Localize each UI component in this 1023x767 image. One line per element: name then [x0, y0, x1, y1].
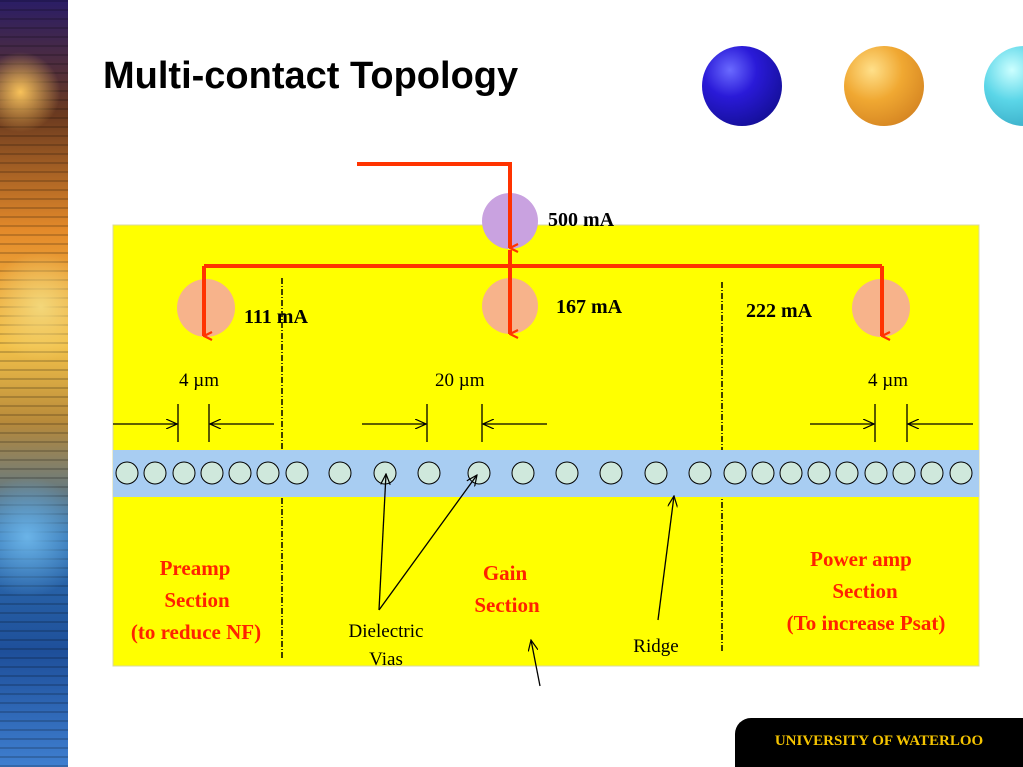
device-body — [112, 224, 980, 667]
dielectric-vias-label-line-2: Vias — [369, 649, 403, 670]
decorative-blue-sphere — [702, 46, 782, 126]
decorative-orange-sphere — [844, 46, 924, 126]
dielectric-via — [200, 461, 224, 485]
dielectric-via — [285, 461, 309, 485]
dielectric-via — [328, 461, 352, 485]
dielectric-via — [779, 461, 803, 485]
dielectric-via — [467, 461, 491, 485]
dielectric-via — [172, 461, 196, 485]
page-title: Multi-contact Topology — [103, 55, 519, 97]
preamp-spacing-label: 4 µm — [179, 370, 219, 391]
dielectric-via — [256, 461, 280, 485]
vias-pointer-2 — [378, 475, 477, 611]
dielectric-via — [555, 461, 579, 485]
gain-pointer — [531, 640, 541, 687]
power-spacing-marker — [810, 404, 973, 442]
university-logo-text: UNIVERSITY OF WATERLOO — [774, 733, 984, 749]
ridge-label: Ridge — [633, 636, 678, 657]
preamp-current-label: 111 mA — [244, 306, 308, 328]
gain-section-line-1: Gain — [483, 561, 528, 585]
power-spacing-label: 4 µm — [868, 370, 908, 391]
dielectric-via — [143, 461, 167, 485]
gain-spacing-marker — [362, 404, 547, 442]
preamp-section-line-3: (to reduce NF) — [131, 620, 261, 644]
dielectric-via — [920, 461, 944, 485]
gain-current-label: 167 mA — [556, 296, 623, 318]
preamp-section-line-2: Section — [164, 588, 230, 612]
dielectric-via — [511, 461, 535, 485]
dielectric-via — [751, 461, 775, 485]
ridge-pointer — [657, 496, 674, 621]
total-current-label: 500 mA — [548, 209, 615, 231]
input-wire — [357, 162, 510, 248]
dielectric-via — [688, 461, 712, 485]
dielectric-vias-label-line-1: Dielectric — [349, 621, 424, 642]
dielectric-via — [864, 461, 888, 485]
power-section-line-1: Power amp — [810, 547, 912, 571]
power-section-line-2: Section — [832, 579, 898, 603]
preamp-section-label: Preamp Section (to reduce NF) — [131, 556, 261, 644]
dielectric-via — [417, 461, 441, 485]
dielectric-via — [373, 461, 397, 485]
gain-spacing-label: 20 µm — [435, 370, 485, 391]
gain-section-line-2: Section — [474, 593, 540, 617]
decorative-side-strip — [0, 0, 68, 767]
power-section-line-3: (To increase Psat) — [787, 611, 946, 635]
power-current-label: 222 mA — [746, 300, 813, 322]
power-section-label: Power amp Section (To increase Psat) — [787, 547, 946, 635]
dielectric-via — [949, 461, 973, 485]
dielectric-via — [115, 461, 139, 485]
dielectric-vias-row — [115, 461, 973, 485]
dielectric-via — [892, 461, 916, 485]
dielectric-via — [599, 461, 623, 485]
university-logo-bar: UNIVERSITY OF WATERLOO — [735, 718, 1023, 767]
preamp-spacing-marker — [113, 404, 274, 442]
vias-pointer-1 — [378, 474, 386, 611]
dielectric-via — [723, 461, 747, 485]
preamp-section-line-1: Preamp — [160, 556, 231, 580]
dielectric-via — [835, 461, 859, 485]
gain-section-label: Gain Section — [474, 561, 540, 617]
dielectric-via — [807, 461, 831, 485]
dielectric-via — [228, 461, 252, 485]
dielectric-via — [644, 461, 668, 485]
